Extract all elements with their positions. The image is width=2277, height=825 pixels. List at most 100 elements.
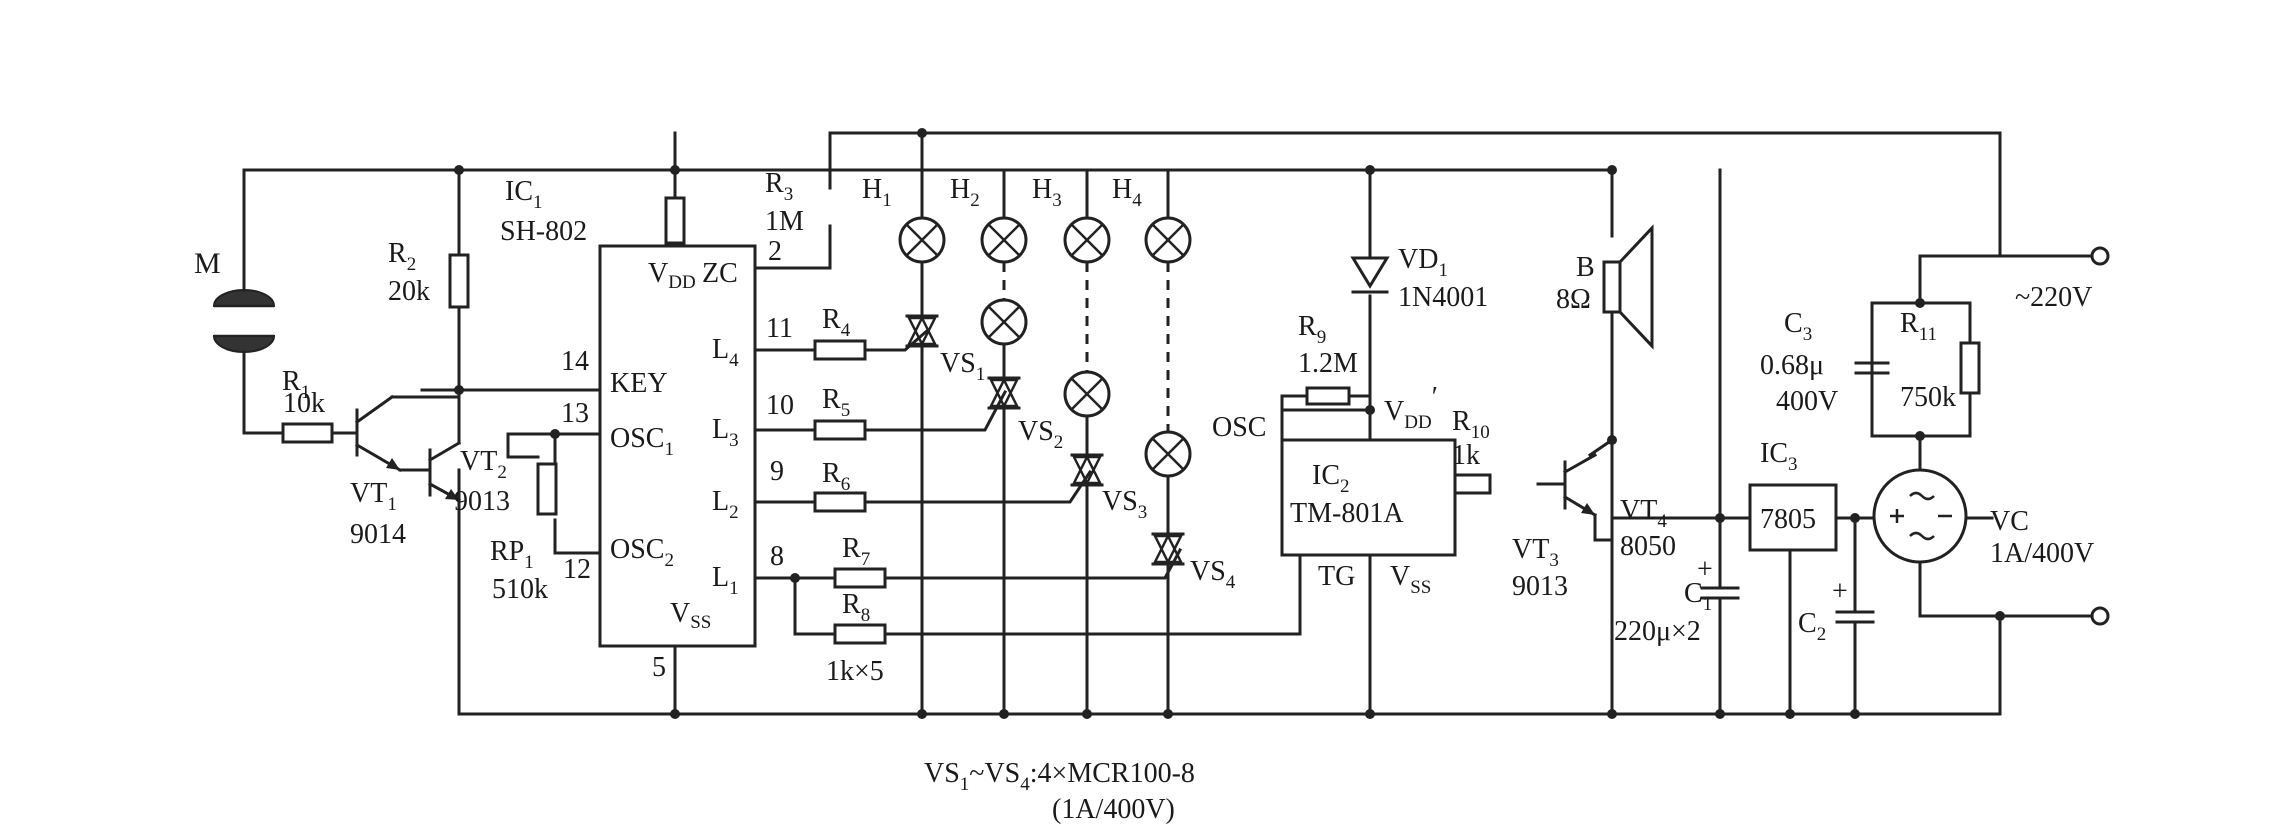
svg-text:7805: 7805 (1760, 504, 1816, 535)
svg-text:R8: R8 (842, 589, 870, 626)
triac-vs1 (905, 314, 939, 348)
resistor-r5 (813, 419, 867, 441)
svg-text:R7: R7 (842, 533, 870, 570)
svg-text:10k: 10k (283, 388, 325, 419)
svg-text:R1: R1 (282, 366, 310, 403)
svg-text:R5: R5 (822, 384, 850, 421)
svg-text:1N4001: 1N4001 (1398, 282, 1488, 313)
svg-text:9: 9 (770, 456, 784, 487)
terminal-top (2090, 246, 2110, 266)
svg-text:ZC: ZC (702, 258, 738, 289)
diode-vd1 (1350, 256, 1390, 294)
svg-text:R11: R11 (1900, 308, 1937, 345)
svg-text:VC: VC (1990, 506, 2029, 537)
svg-text:VSS: VSS (1390, 561, 1431, 598)
svg-text:20k: 20k (388, 276, 430, 307)
svg-text:TM-801A: TM-801A (1290, 498, 1404, 529)
svg-text:+: + (1832, 576, 1848, 607)
lamp-h2 (980, 216, 1028, 264)
svg-text:510k: 510k (492, 574, 548, 605)
resistor-r3 (664, 196, 686, 245)
svg-text:1A/400V: 1A/400V (1990, 538, 2094, 569)
svg-text:VS3: VS3 (1102, 486, 1147, 523)
svg-text:+: + (1697, 554, 1713, 585)
svg-text:VD1: VD1 (1398, 244, 1448, 281)
svg-text:TG: TG (1318, 561, 1355, 592)
svg-text:IC1: IC1 (505, 176, 543, 213)
svg-text:R6: R6 (822, 458, 850, 495)
capacitor-c3 (1854, 301, 1890, 438)
svg-text:8: 8 (770, 541, 784, 572)
svg-text:9014: 9014 (350, 519, 406, 550)
svg-text:VDD: VDD (648, 258, 696, 293)
svg-text:H2: H2 (950, 174, 980, 211)
svg-text:L3: L3 (712, 414, 739, 451)
svg-text:VDD′: VDD′ (1384, 382, 1438, 433)
svg-text:C1: C1 (1684, 578, 1712, 615)
svg-text:L1: L1 (712, 562, 739, 599)
lamps (898, 216, 1192, 478)
svg-text:OSC2: OSC2 (610, 534, 674, 571)
svg-text:750k: 750k (1900, 382, 1956, 413)
svg-text:KEY: KEY (610, 368, 668, 399)
svg-text:B: B (1576, 252, 1595, 283)
lamp-h3 (1063, 216, 1111, 264)
svg-text:L2: L2 (712, 486, 739, 523)
svg-text:VS1~VS4:4×MCR100-8: VS1~VS4:4×MCR100-8 (924, 758, 1195, 795)
svg-text:RP1: RP1 (490, 536, 534, 573)
resistor-r1 (281, 422, 334, 444)
wires (242, 131, 2094, 716)
svg-text:IC3: IC3 (1760, 438, 1798, 475)
label-m: M (194, 247, 221, 280)
svg-text:OSC1: OSC1 (610, 423, 674, 460)
lamp-h2b (980, 298, 1028, 346)
svg-text:OSC: OSC (1212, 412, 1266, 443)
svg-text:220μ×2: 220μ×2 (1614, 616, 1701, 647)
resistor-r7 (833, 567, 887, 589)
svg-text:SH-802: SH-802 (500, 216, 587, 247)
svg-text:9013: 9013 (1512, 571, 1568, 602)
svg-text:VT2: VT2 (460, 446, 507, 483)
bridge-vc (1872, 468, 1968, 564)
lamp-h1 (898, 216, 946, 264)
transistors (354, 388, 1615, 542)
junction-dots (454, 128, 2005, 719)
resistor-r4 (813, 339, 867, 361)
capacitor-c2 (1835, 598, 1875, 647)
svg-text:9013: 9013 (454, 486, 510, 517)
terminal-bottom (2090, 606, 2110, 626)
svg-text:H3: H3 (1032, 174, 1062, 211)
svg-text:1k: 1k (1452, 440, 1480, 471)
svg-text:R10: R10 (1452, 406, 1490, 443)
svg-text:400V: 400V (1776, 386, 1838, 417)
capacitors (1700, 301, 1890, 647)
svg-text:IC2: IC2 (1312, 460, 1350, 497)
svg-text:11: 11 (766, 313, 793, 344)
ic2-box (1280, 438, 1457, 557)
svg-text:~220V: ~220V (2015, 282, 2092, 313)
svg-text:VS2: VS2 (1018, 416, 1063, 453)
speaker-b (1602, 224, 1654, 350)
ic3-box (1748, 483, 1838, 552)
svg-text:2: 2 (768, 236, 782, 267)
svg-text:1.2M: 1.2M (1298, 348, 1358, 379)
svg-text:VT1: VT1 (350, 478, 397, 515)
triac-vs3 (1070, 453, 1104, 487)
svg-text:VS4: VS4 (1190, 556, 1236, 593)
svg-text:0.68μ: 0.68μ (1760, 350, 1824, 381)
svg-text:10: 10 (766, 390, 794, 421)
svg-text:13: 13 (561, 398, 589, 429)
svg-text:1k×5: 1k×5 (826, 656, 884, 687)
microphone-m (212, 278, 276, 364)
resistor-r2 (448, 253, 470, 309)
lamp-h4b (1144, 430, 1192, 478)
svg-text:VS1: VS1 (940, 348, 985, 385)
svg-text:5: 5 (652, 652, 666, 683)
svg-text:VT4: VT4 (1620, 495, 1667, 532)
svg-text:R3: R3 (765, 168, 793, 205)
svg-text:1M: 1M (765, 206, 804, 237)
svg-text:VSS: VSS (670, 598, 711, 633)
capacitor-c1 (1700, 564, 1740, 616)
